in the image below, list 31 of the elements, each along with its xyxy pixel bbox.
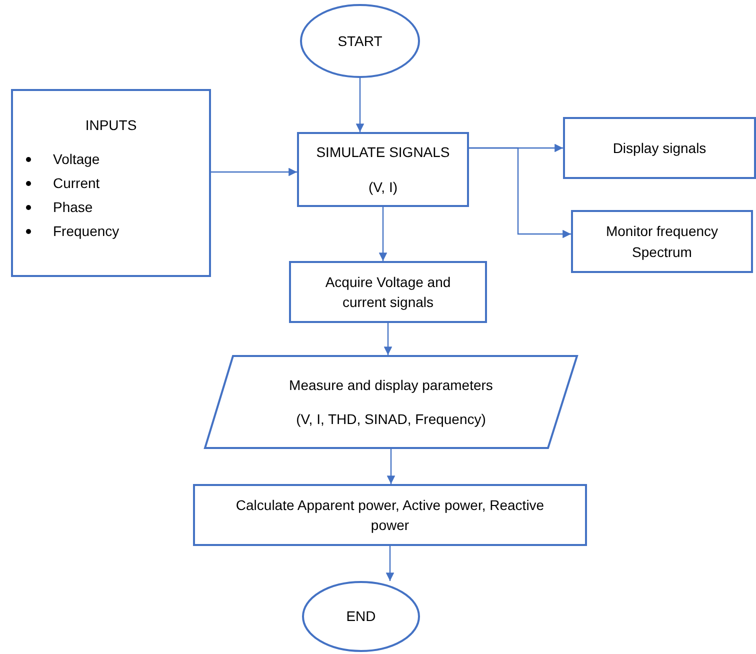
list-item: Current bbox=[53, 174, 101, 194]
arrow bbox=[386, 449, 396, 484]
terminal-ellipse bbox=[302, 581, 420, 652]
arrow bbox=[469, 147, 571, 238]
node-text: Measure and display parameters bbox=[288, 376, 494, 395]
process-box bbox=[289, 261, 487, 323]
node-text: SIMULATE SIGNALS bbox=[315, 143, 451, 162]
list-item: Voltage bbox=[53, 150, 101, 170]
arrow bbox=[211, 168, 297, 176]
arrow bbox=[378, 207, 388, 261]
node-text: (V, I, THD, SINAD, Frequency) bbox=[295, 410, 487, 429]
arrow bbox=[356, 78, 364, 132]
terminal-ellipse bbox=[300, 4, 420, 78]
arrow bbox=[386, 546, 394, 581]
list-item: Frequency bbox=[53, 222, 120, 242]
data-parallelogram bbox=[204, 355, 578, 449]
node-text: Calculate Apparent power, Active power, Reactive power bbox=[234, 496, 546, 535]
node-text: Monitor frequency Spectrum bbox=[604, 222, 720, 262]
process-box bbox=[563, 117, 756, 179]
node-text: START bbox=[336, 32, 384, 51]
node-text: Display signals bbox=[612, 138, 708, 158]
input-box bbox=[11, 89, 211, 277]
node-text: Acquire Voltage and current signals bbox=[324, 272, 452, 312]
heading-text: INPUTS bbox=[85, 116, 137, 135]
node-text: (V, I) bbox=[367, 178, 399, 197]
process-box bbox=[193, 484, 587, 546]
list-item: Phase bbox=[53, 198, 94, 218]
process-box bbox=[571, 210, 753, 273]
arrow bbox=[384, 323, 392, 355]
process-box bbox=[297, 132, 469, 207]
node-text: END bbox=[345, 607, 377, 626]
